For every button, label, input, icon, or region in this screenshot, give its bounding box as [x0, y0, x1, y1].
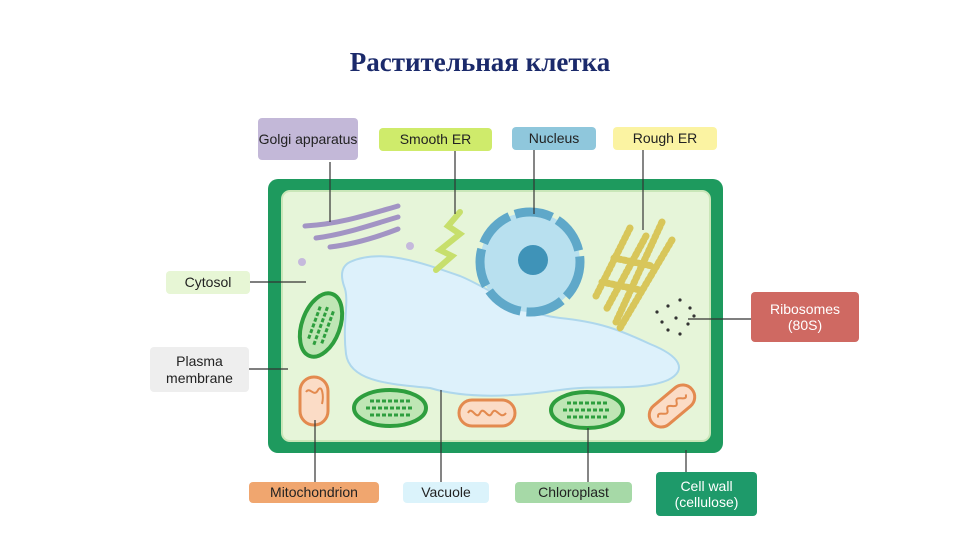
chloroplast-bottom-left — [352, 388, 428, 428]
rough-er-label: Rough ER — [613, 127, 717, 150]
golgi-shape — [298, 203, 414, 266]
mitochondrion-center — [457, 398, 517, 428]
leader-lines — [248, 150, 751, 482]
ribosome-dots — [655, 298, 696, 336]
mitochondrion-right — [647, 383, 697, 429]
rough-er-shape — [592, 218, 676, 332]
chloroplast-label: Chloroplast — [515, 482, 632, 503]
page-title: Растительная клетка — [349, 47, 611, 77]
smooth-er-shape — [433, 209, 466, 273]
plasma-membrane-label: Plasma membrane — [150, 347, 249, 392]
nucleus-shape — [475, 207, 585, 317]
ribosomes-label: Ribosomes (80S) — [751, 292, 859, 342]
chloroplast-bottom-right — [549, 390, 625, 430]
cell-wall-label: Cell wall (cellulose) — [656, 472, 757, 516]
smooth-er-label: Smooth ER — [379, 128, 492, 151]
chloroplast-left — [297, 291, 345, 359]
cytosol-label: Cytosol — [166, 271, 250, 294]
nucleus-label: Nucleus — [512, 127, 596, 150]
golgi-label: Golgi apparatus — [258, 118, 358, 160]
mitochondrion-label: Mitochondrion — [249, 482, 379, 503]
vacuole-label: Vacuole — [403, 482, 489, 503]
mitochondrion-left — [298, 375, 330, 427]
